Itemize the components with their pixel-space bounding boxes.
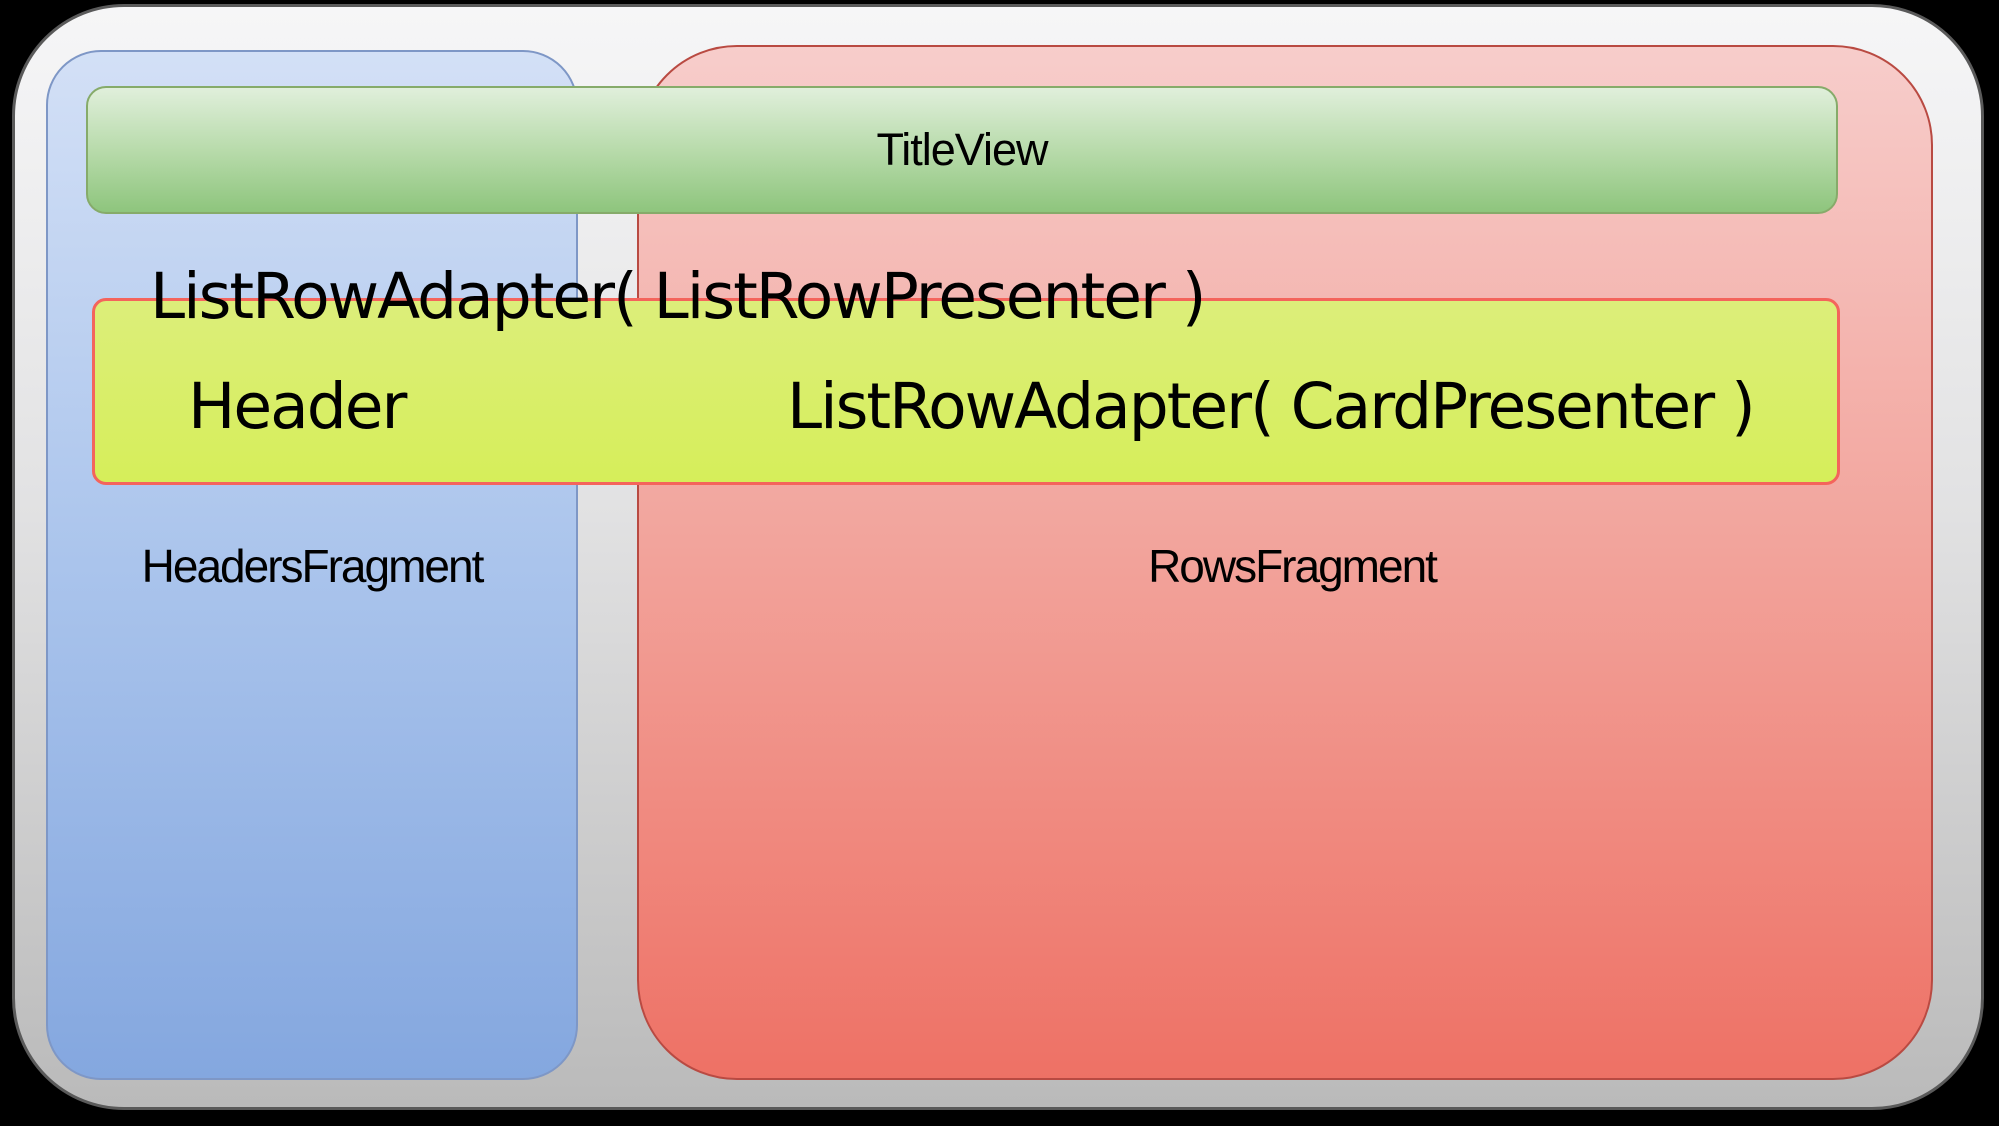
title-view-label: TitleView bbox=[876, 124, 1048, 175]
list-row-adapter-presenter-label: ListRowAdapter( ListRowPresenter ) bbox=[150, 260, 1206, 333]
header-label: Header bbox=[188, 370, 407, 443]
headers-fragment-label: HeadersFragment bbox=[141, 540, 485, 592]
list-row-adapter-card-presenter-label: ListRowAdapter( CardPresenter ) bbox=[787, 370, 1756, 443]
title-view-bar: TitleView bbox=[86, 86, 1838, 214]
list-row-adapter-bar bbox=[92, 298, 1840, 485]
rows-fragment-box bbox=[637, 45, 1933, 1080]
rows-fragment-label: RowsFragment bbox=[1148, 540, 1438, 592]
headers-fragment-box bbox=[46, 50, 578, 1080]
